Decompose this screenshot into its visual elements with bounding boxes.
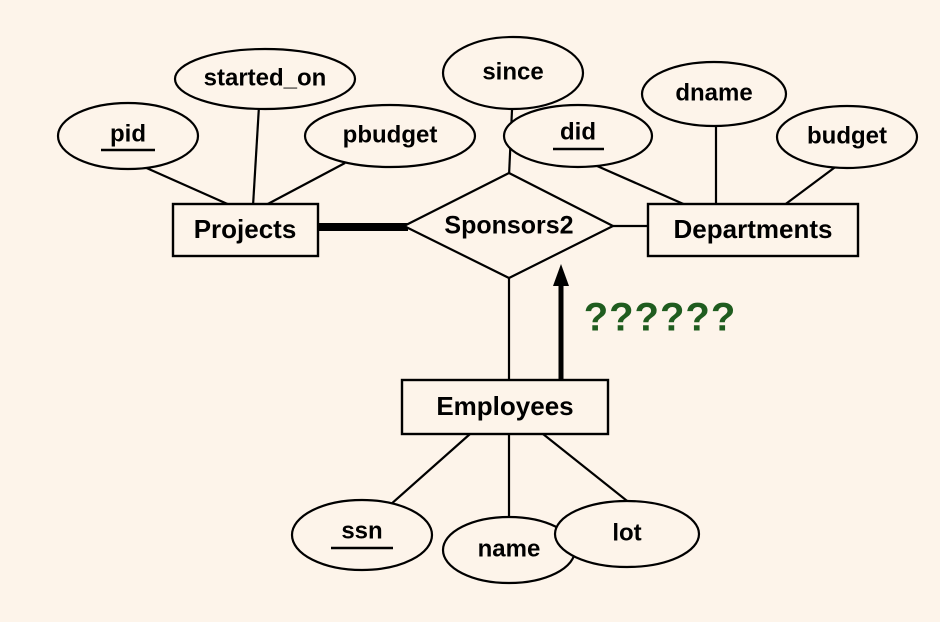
since-ellipse[interactable]: [441, 35, 585, 111]
did-ellipse[interactable]: [502, 103, 654, 169]
dname-label: dname: [675, 79, 752, 106]
started-on-label: started_on: [204, 64, 327, 91]
budget-ellipse[interactable]: [775, 104, 919, 170]
name-label: name: [478, 535, 541, 562]
edge-startedon-projects: [251, 105, 261, 207]
projects-label: Projects: [194, 214, 297, 244]
dname-ellipse[interactable]: [640, 60, 788, 128]
projects-box[interactable]: [171, 202, 320, 258]
started-on-ellipse[interactable]: [173, 47, 357, 111]
edge-budget-departments: [782, 164, 839, 207]
entity-employees[interactable]: Employees: [400, 378, 610, 436]
ssn-label: ssn: [341, 517, 382, 544]
edge-pbudget-projects: [263, 162, 346, 207]
entity-departments[interactable]: Departments: [646, 202, 860, 258]
sponsors2-diamond[interactable]: [401, 171, 616, 280]
attribute-pid[interactable]: pid: [56, 101, 200, 171]
attribute-lot[interactable]: lot: [553, 499, 701, 569]
pbudget-ellipse[interactable]: [303, 103, 477, 169]
entity-projects[interactable]: Projects: [171, 202, 320, 258]
since-label: since: [482, 58, 543, 85]
attribute-did[interactable]: did: [502, 103, 654, 169]
departments-label: Departments: [674, 214, 833, 244]
lot-ellipse[interactable]: [553, 499, 701, 569]
edge-employees-lot: [542, 433, 642, 513]
did-label: did: [560, 118, 596, 145]
pid-ellipse[interactable]: [56, 101, 200, 171]
sponsors2-label: Sponsors2: [444, 212, 573, 240]
employees-box[interactable]: [400, 378, 610, 436]
attribute-started-on[interactable]: started_on: [173, 47, 357, 111]
attribute-pbudget[interactable]: pbudget: [303, 103, 477, 169]
relationship-sponsors2[interactable]: Sponsors2: [401, 171, 616, 280]
employees-label: Employees: [436, 391, 573, 421]
edge-did-departments: [587, 160, 689, 208]
departments-box[interactable]: [646, 202, 860, 258]
attribute-since[interactable]: since: [441, 35, 585, 111]
ssn-ellipse[interactable]: [290, 498, 434, 572]
pid-label: pid: [110, 120, 146, 147]
attribute-dname[interactable]: dname: [640, 60, 788, 128]
attribute-ssn[interactable]: ssn: [290, 498, 434, 572]
attribute-budget[interactable]: budget: [775, 104, 919, 170]
budget-label: budget: [807, 122, 887, 149]
pbudget-label: pbudget: [343, 121, 438, 148]
attribute-name[interactable]: name: [441, 515, 577, 585]
unknown-constraint-annotation: ??????: [584, 296, 737, 340]
key-constraint-arrow: [553, 264, 569, 381]
edge-pid-projects: [132, 160, 233, 208]
lot-label: lot: [612, 519, 641, 546]
